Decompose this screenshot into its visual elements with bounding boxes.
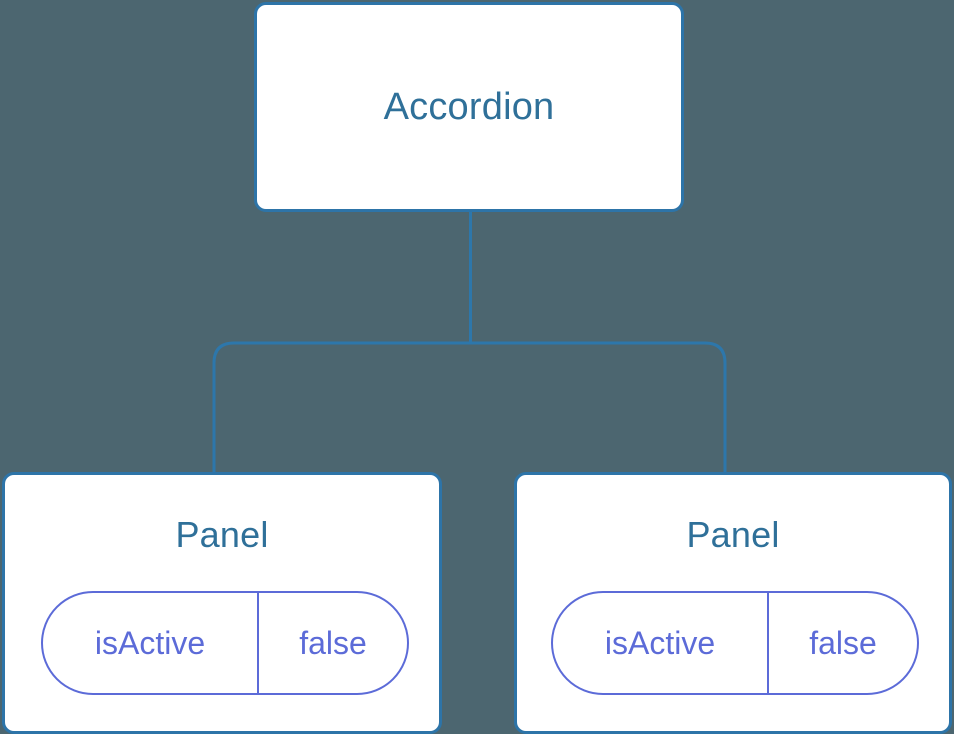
- node-accordion-label: Accordion: [383, 86, 555, 128]
- node-panel-left-label: Panel: [175, 514, 269, 555]
- edge-to-panel-left: [212, 341, 471, 474]
- prop-badge-isactive-left[interactable]: isActive false: [41, 591, 409, 695]
- prop-value-right: false: [809, 625, 877, 661]
- node-panel-right[interactable]: Panel isActive false: [514, 472, 952, 734]
- prop-badge-isactive-right[interactable]: isActive false: [551, 591, 919, 695]
- prop-key-left: isActive: [43, 593, 259, 693]
- prop-value-left: false: [299, 625, 367, 661]
- prop-key-right: isActive: [553, 593, 769, 693]
- node-panel-right-label: Panel: [686, 514, 780, 555]
- edge-to-panel-right: [470, 341, 727, 474]
- node-accordion[interactable]: Accordion: [254, 2, 684, 212]
- node-panel-left[interactable]: Panel isActive false: [2, 472, 442, 734]
